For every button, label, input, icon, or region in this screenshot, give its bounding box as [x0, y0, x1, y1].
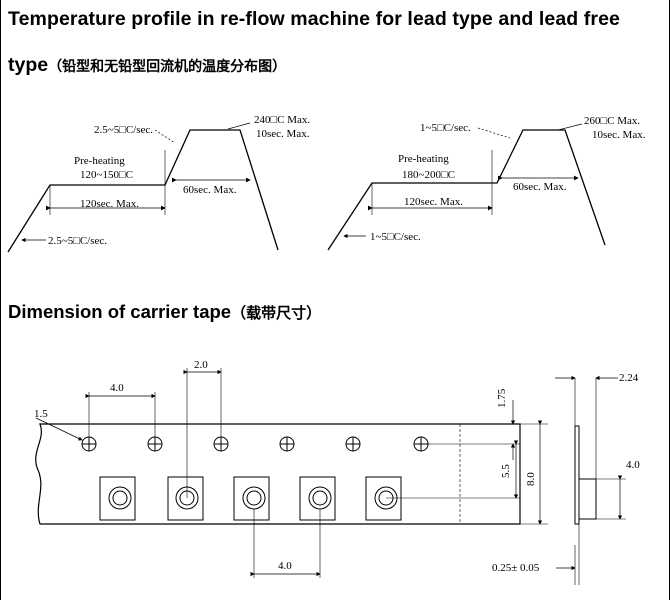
profile-lead-preheat-label: Pre-heating [74, 155, 125, 167]
component-pockets [99, 476, 402, 521]
dim-hole-to-pocket: 5.5 [500, 464, 512, 478]
tape-title: Dimension of carrier tape（载带尺寸） [8, 301, 321, 323]
profile-lead-preheat-time: 120sec. Max. [80, 198, 139, 210]
profile-lead-preheat-range: 120~150□C [80, 169, 133, 181]
profile-leadfree-peak-temp: 260□C Max. [584, 115, 640, 127]
profile-leadfree-preheat-time: 120sec. Max. [404, 196, 463, 208]
reflow-title: Temperature profile in re-flow machine f… [8, 8, 620, 30]
profile-leadfree-preheat-range: 180~200□C [402, 169, 455, 181]
dim-pocket-pitch: 4.0 [278, 560, 292, 572]
dim-edge-to-hole: 1.75 [496, 388, 508, 408]
reflow-title-cn: （铅型和无铅型回流机的温度分布图） [48, 58, 287, 74]
profile-lead-diagram [7, 122, 279, 253]
dim-tape-width: 8.0 [525, 472, 537, 486]
tape-body [35, 423, 521, 525]
profile-lead-peak-temp: 240□C Max. [254, 114, 310, 126]
peak-leader [227, 122, 251, 130]
ramp-top-leader [154, 129, 176, 144]
sprocket-holes [81, 436, 429, 452]
reflow-title-cont: type（铅型和无铅型回流机的温度分布图） [8, 54, 286, 77]
profile-leadfree-diagram [327, 123, 606, 251]
reflow-title-line2: type [8, 54, 49, 76]
profile-leadfree-ramp-bottom: 1~5□C/sec. [370, 231, 421, 243]
dim-tape-thickness: 2.24 [619, 372, 639, 384]
carrier-tape-drawing [35, 368, 626, 585]
profile-leadfree-preheat-label: Pre-heating [398, 153, 449, 165]
dim-pocket-depth: 4.0 [626, 459, 640, 471]
tape-side-view [555, 375, 626, 585]
profile-leadfree-reflow-time: 60sec. Max. [513, 181, 567, 193]
tape-title-cn: （载带尺寸） [231, 305, 322, 322]
tape-title-en: Dimension of carrier tape [8, 301, 232, 322]
profile-leadfree-ramp-top: 1~5□C/sec. [420, 122, 471, 134]
dim-hole-pitch: 4.0 [110, 382, 124, 394]
dim-base-thickness: 0.25± 0.05 [492, 562, 540, 574]
profile-lead-curve [7, 129, 279, 253]
profile-leadfree-curve [327, 129, 606, 251]
profile-leadfree-peak-time: 10sec. Max. [592, 129, 646, 141]
dim-pocket-offset: 2.0 [194, 359, 208, 371]
profile-lead-peak-time: 10sec. Max. [256, 128, 310, 140]
dim-hole-diameter: 1.5 [34, 408, 48, 420]
profile-lead-ramp-top: 2.5~5□C/sec. [94, 124, 153, 136]
profile-lead-reflow-time: 60sec. Max. [183, 184, 237, 196]
profile-lead-ramp-bottom: 2.5~5□C/sec. [48, 235, 107, 247]
